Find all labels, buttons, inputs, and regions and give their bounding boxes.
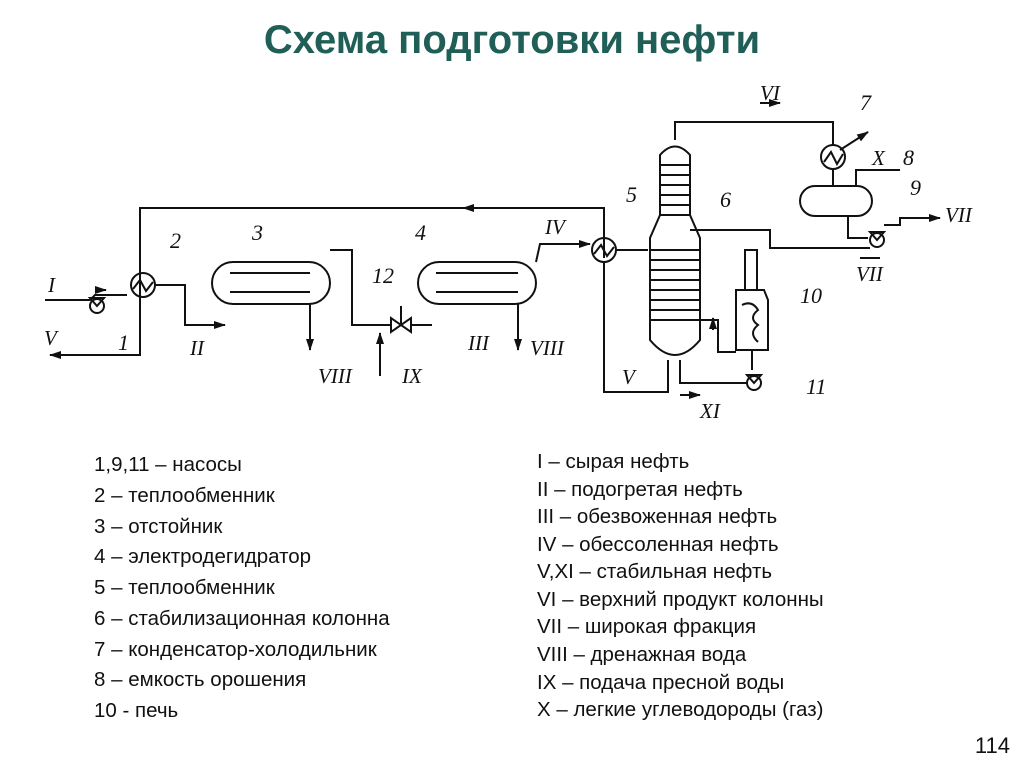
oil-preparation-flow-diagram: 1 2 3 4 5 6 7 8 9 10 11 12 I II III IV V…: [44, 81, 973, 423]
legend-item: 2 – теплообменник: [94, 483, 275, 507]
legend-item: IV – обессоленная нефть: [537, 532, 779, 556]
legend-item: 1,9,11 – насосы: [94, 453, 242, 476]
stream-i-line: [45, 294, 127, 301]
label-10: 10: [800, 283, 822, 308]
stream-legend: I – сырая нефть II – подогретая нефть II…: [537, 448, 824, 724]
stream-label-iv: IV: [544, 215, 567, 239]
legend-item: II – подогретая нефть: [537, 477, 743, 501]
stream-label-viii-left: VIII: [318, 364, 353, 388]
label-6: 6: [720, 187, 731, 212]
label-5: 5: [626, 182, 637, 207]
stream-label-x: X: [871, 146, 886, 170]
legend-item: 6 – стабилизационная колонна: [94, 606, 390, 630]
legend-item: 8 – емкость орошения: [94, 668, 307, 692]
column-6-icon: [649, 145, 701, 356]
stream-label-v-left: V: [44, 326, 59, 350]
column-trays: [650, 164, 700, 321]
stream-label-i: I: [47, 273, 56, 297]
settler-3-icon: [211, 261, 331, 305]
furnace-10-icon: [735, 289, 769, 351]
legend-item: I – сырая нефть: [537, 450, 690, 473]
legend-item: 10 - печь: [94, 699, 179, 722]
slide-title: Схема подготовки нефти: [263, 18, 761, 62]
stream-label-xi: XI: [699, 399, 721, 423]
stream-label-ii: II: [189, 336, 205, 360]
stream-label-ix: IX: [401, 364, 423, 388]
legend-item: IX – подача пресной воды: [537, 670, 785, 694]
legend-item: V,XI – стабильная нефть: [537, 560, 773, 584]
legend-item: VII – широкая фракция: [537, 615, 757, 639]
legend-item: VIII – дренажная вода: [537, 642, 747, 666]
stream-vi-line: [674, 121, 834, 145]
label-12: 12: [372, 263, 394, 288]
stream-label-viii-right: VIII: [530, 336, 565, 360]
reflux-drum-8-icon: [799, 185, 873, 217]
label-11: 11: [806, 374, 826, 399]
legend-item: 4 – электродегидратор: [94, 545, 312, 569]
legend-item: 7 – конденсатор-холодильник: [94, 637, 377, 661]
legend-item: 5 – теплообменник: [94, 576, 275, 599]
legend-item: III – обезвоженная нефть: [537, 505, 778, 529]
stream-label-v-right: V: [622, 365, 637, 389]
equipment-legend: 1,9,11 – насосы 2 – теплообменник 3 – от…: [94, 450, 390, 727]
stream-v-return-line: [49, 207, 605, 359]
valve-12-icon: [390, 316, 412, 334]
stream-label-vii-bottom: VII: [856, 262, 884, 286]
legend-item: 3 – отстойник: [94, 514, 223, 538]
stream-label-vi: VI: [760, 81, 781, 105]
legend-item: X – легкие углеводороды (газ): [537, 698, 824, 722]
electrodehydrator-4-icon: [417, 261, 537, 305]
label-2: 2: [170, 228, 181, 253]
label-1: 1: [118, 330, 129, 355]
page-number: 114: [974, 733, 1010, 758]
legend-item: VI – верхний продукт колонны: [537, 587, 824, 611]
label-4: 4: [415, 220, 426, 245]
label-7: 7: [860, 90, 872, 115]
stream-label-iii: III: [467, 331, 490, 355]
label-3: 3: [251, 220, 263, 245]
stream-label-vii-right: VII: [945, 203, 973, 227]
label-8: 8: [903, 145, 914, 170]
label-9: 9: [910, 175, 921, 200]
